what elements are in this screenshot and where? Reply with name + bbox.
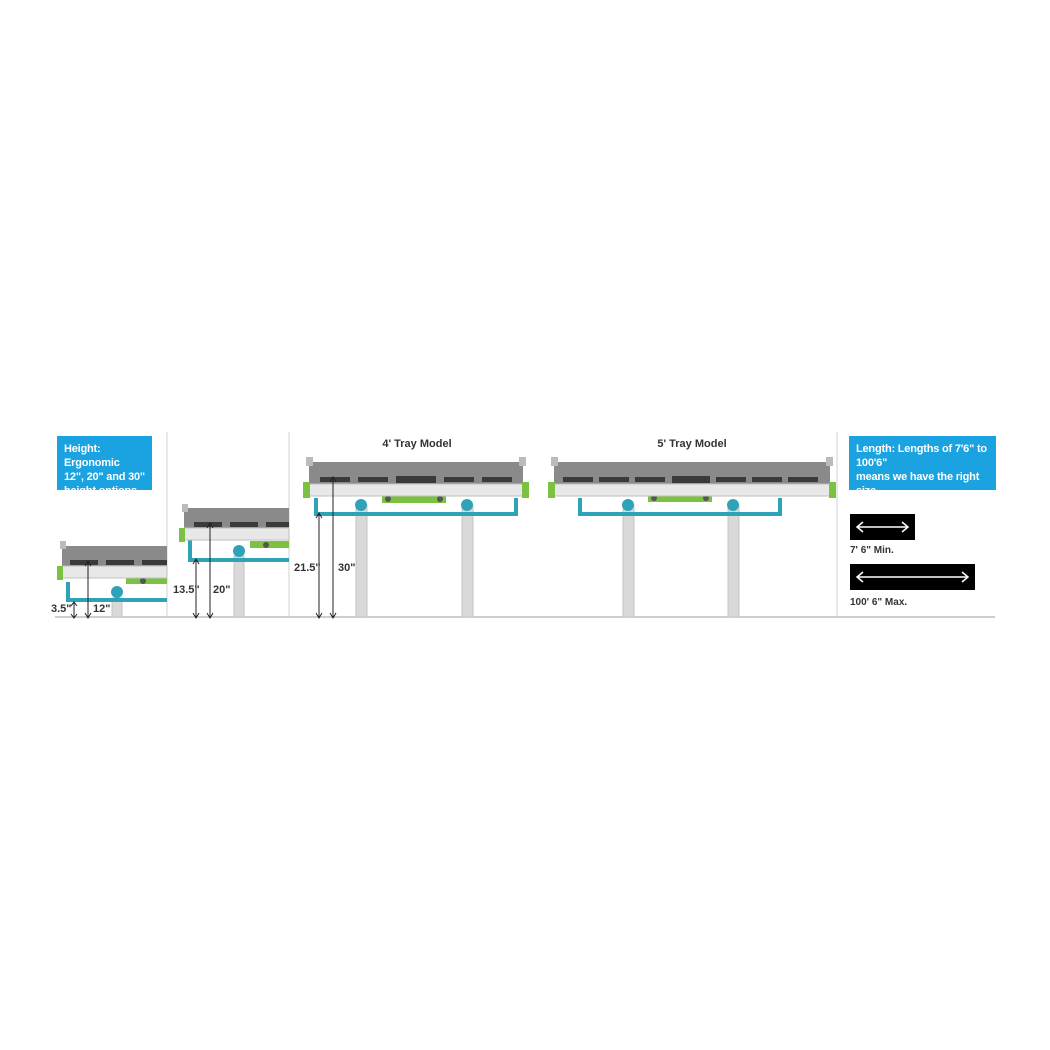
dim-label-21-5: 21.5": [294, 562, 321, 574]
max-length-bar: [850, 564, 975, 590]
tray-slot: [482, 477, 512, 482]
tray-handle: [182, 504, 188, 512]
rail-bolt: [385, 496, 391, 502]
leg: [355, 504, 368, 618]
dim-label-30: 30": [338, 562, 356, 574]
frame-joint: [461, 499, 473, 511]
tray-slot: [396, 476, 436, 483]
leg: [727, 504, 740, 618]
height-callout-line: 12", 20" and 30": [64, 471, 145, 483]
double-arrow-icon: [855, 521, 910, 533]
rail-bolt: [263, 542, 269, 548]
end-cap: [57, 566, 63, 580]
frame-joint: [355, 499, 367, 511]
four-tray-model-label: 4' Tray Model: [382, 438, 452, 450]
tray-handle: [826, 457, 833, 466]
dim-label-3-5: 3.5": [51, 603, 72, 615]
tray-handle: [551, 457, 558, 466]
tray-slot: [230, 522, 258, 527]
dimension-arrows: [70, 476, 337, 619]
tray-lip: [553, 483, 831, 497]
tray-lip: [183, 527, 290, 541]
height-callout-line: height options.: [64, 485, 140, 497]
tray-lip: [308, 483, 524, 497]
max-length-label: 100' 6" Max.: [850, 597, 908, 608]
tray-handle: [519, 457, 526, 466]
end-cap: [829, 482, 836, 498]
tray-slot: [266, 522, 289, 527]
leg: [622, 504, 635, 618]
leg: [461, 504, 474, 618]
tray-slot: [716, 477, 746, 482]
dim-label-20: 20": [213, 584, 231, 596]
end-cap: [522, 482, 529, 498]
dim-label-13-5: 13.5": [173, 584, 200, 596]
dim-label-12: 12": [93, 603, 111, 615]
tray-slot: [752, 477, 782, 482]
leg: [233, 555, 245, 618]
bench-5-tray: [548, 457, 836, 618]
tray-slot: [672, 476, 710, 483]
tray-slot: [106, 560, 134, 565]
tray-slot: [788, 477, 818, 482]
length-callout-line: Length: Lengths of 7'6" to 100'6": [856, 443, 987, 469]
frame: [66, 582, 167, 602]
height-callout-line: Height: Ergonomic: [64, 443, 120, 469]
tray-lip: [61, 565, 168, 579]
rail: [250, 541, 289, 548]
tray-handle: [60, 541, 66, 549]
length-callout: Length: Lengths of 7'6" to 100'6" means …: [849, 436, 996, 511]
min-length-label: 7' 6" Min.: [850, 545, 894, 556]
rail: [382, 495, 446, 503]
rail-bolt: [437, 496, 443, 502]
end-cap: [548, 482, 555, 498]
frame-joint: [622, 499, 634, 511]
tray-slot: [142, 560, 167, 565]
five-tray-model-label: 5' Tray Model: [657, 438, 727, 450]
frame-joint: [233, 545, 245, 557]
tray-slot: [635, 477, 665, 482]
tray-slot: [70, 560, 98, 565]
length-callout-line: bench for you room.: [856, 499, 959, 511]
length-callout-line: means we have the right size: [856, 471, 980, 497]
frame: [314, 498, 518, 516]
rail: [126, 577, 167, 584]
end-cap: [303, 482, 310, 498]
double-arrow-icon: [855, 571, 970, 583]
height-callout: Height: Ergonomic 12", 20" and 30" heigh…: [57, 436, 152, 497]
end-cap: [179, 528, 185, 542]
frame-joint: [727, 499, 739, 511]
frame: [188, 540, 289, 562]
frame: [578, 498, 782, 516]
bench-4-tray: [303, 457, 529, 618]
tray-slot: [194, 522, 222, 527]
tray-slot: [599, 477, 629, 482]
tray-slot: [563, 477, 593, 482]
rail-bolt: [140, 578, 146, 584]
tray-slot: [358, 477, 388, 482]
tray-slot: [444, 477, 474, 482]
frame-joint: [111, 586, 123, 598]
rail: [648, 494, 712, 502]
min-length-bar: [850, 514, 915, 540]
tray-handle: [306, 457, 313, 466]
